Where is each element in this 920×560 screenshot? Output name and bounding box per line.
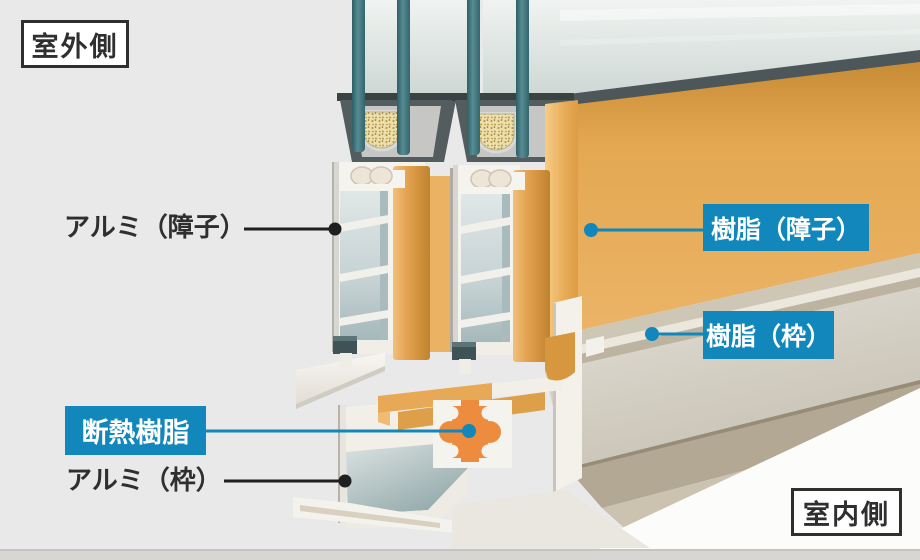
glass-panes (352, 0, 529, 158)
leader-dot-resin-sash (584, 223, 598, 237)
glass-sheen (560, 4, 920, 21)
resin-sash-profile (393, 166, 430, 360)
spacer-bar-inner (476, 112, 517, 154)
glass-pane (516, 0, 529, 158)
indoor-side-label: 室内側 (791, 488, 902, 536)
glass-pane (397, 0, 410, 155)
leader-dot-aluminum-sash (328, 222, 342, 236)
frame-resin-strip (378, 383, 492, 413)
spacer-bar-outer (361, 110, 402, 152)
glass-pane (352, 0, 365, 152)
glazing-bead-clip (586, 336, 604, 357)
sash-rail-outer (333, 336, 357, 368)
aluminum-sash-label: アルミ（障子） (64, 213, 246, 243)
aluminum-frame-label: アルミ（枠） (66, 466, 222, 496)
glazing-gasket-strip (545, 50, 920, 111)
glass-surface (365, 0, 920, 100)
frame-resin-strip (378, 411, 390, 426)
outdoor-side-label: 室外側 (21, 20, 129, 68)
screw-boss (488, 169, 512, 189)
frame-outdoor-ledge (296, 353, 385, 404)
frame-interior-post (553, 296, 582, 492)
aluminum-sash-inner-section (453, 165, 575, 381)
screw-boss (369, 166, 393, 186)
glass-pane (467, 0, 480, 155)
glass-sheen (560, 29, 920, 46)
leader-dot-aluminum-frame (338, 474, 352, 488)
resin-panel-hook (545, 332, 575, 381)
leader-dot-resin-frame (645, 327, 659, 341)
insulating-resin-label: 断熱樹脂 (65, 406, 206, 455)
floor-line (0, 549, 920, 560)
aluminum-sash-outer-section (332, 162, 454, 360)
resin-sash-panel-edge (545, 100, 578, 352)
resin-sash-label: 樹脂（障子） (703, 204, 869, 251)
resin-sash-profile (513, 170, 550, 362)
resin-frame-label: 樹脂（枠） (703, 311, 834, 359)
sash-rail-inner (452, 342, 476, 374)
leader-dot-insulating-resin (462, 424, 476, 438)
leader-lines (206, 222, 703, 488)
resin-sash-flange (430, 176, 452, 352)
resin-sash-panel (545, 62, 920, 352)
